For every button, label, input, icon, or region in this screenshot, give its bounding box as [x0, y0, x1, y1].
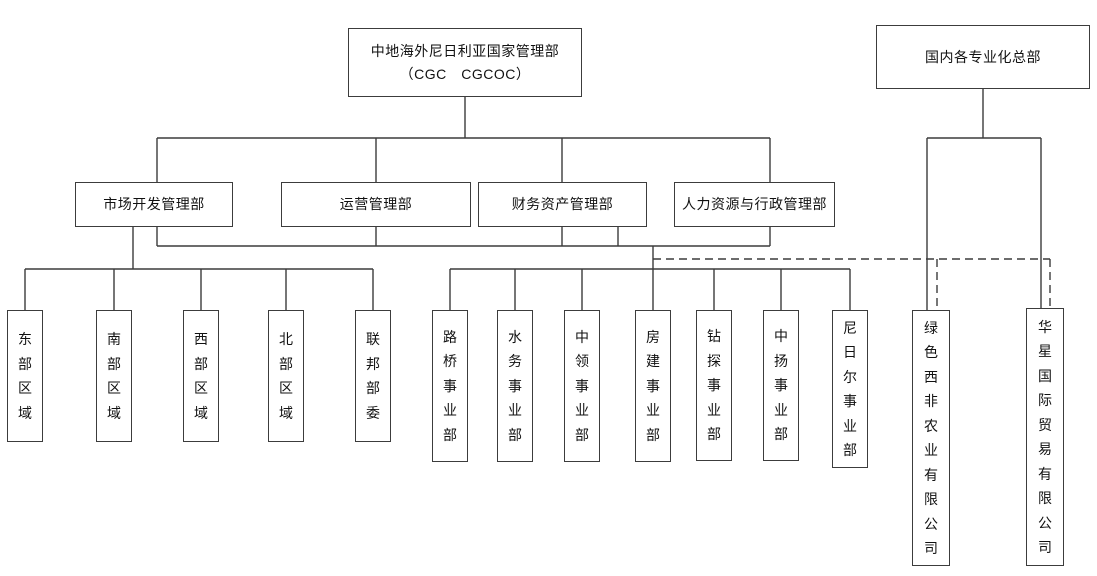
- dept-label: 人力资源与行政管理部: [682, 196, 827, 212]
- hq-node-label: 国内各专业化总部: [925, 48, 1041, 65]
- company-label: 绿色西非农业有限公司: [923, 319, 938, 557]
- division-node-niger: 尼日尔事业部: [832, 310, 868, 468]
- dept-node-hr-admin: 人力资源与行政管理部: [674, 182, 835, 227]
- region-label: 北部区域: [278, 331, 293, 421]
- region-label: 东部区域: [17, 331, 32, 421]
- dashed-connectors: [653, 258, 1051, 310]
- dept-node-finance-assets: 财务资产管理部: [478, 182, 647, 227]
- dept-node-market-development: 市场开发管理部: [75, 182, 233, 227]
- division-node-road-bridge: 路桥事业部: [432, 310, 468, 462]
- root-node-title: 中地海外尼日利亚国家管理部: [370, 42, 560, 59]
- hq-node: 国内各专业化总部: [876, 25, 1090, 89]
- division-label: 尼日尔事业部: [842, 319, 857, 459]
- dept-label: 市场开发管理部: [103, 196, 205, 212]
- dept-node-operations: 运营管理部: [281, 182, 471, 227]
- region-node-west: 西部区域: [183, 310, 219, 442]
- division-label: 路桥事业部: [442, 328, 457, 443]
- company-label: 华星国际贸易有限公司: [1037, 318, 1052, 556]
- dept-label: 财务资产管理部: [511, 196, 614, 212]
- division-node-housing-construction: 房建事业部: [635, 310, 671, 462]
- division-node-water: 水务事业部: [497, 310, 533, 462]
- region-label: 联邦部委: [365, 331, 380, 421]
- division-node-zhongyang: 中扬事业部: [763, 310, 799, 461]
- division-label: 中扬事业部: [773, 328, 788, 443]
- division-label: 房建事业部: [645, 328, 660, 443]
- region-node-federal-ministries: 联邦部委: [355, 310, 391, 442]
- company-node-huaxing-international-trade: 华星国际贸易有限公司: [1026, 308, 1064, 566]
- region-node-north: 北部区域: [268, 310, 304, 442]
- root-node-subtitle: （CGC CGCOC）: [399, 65, 531, 82]
- division-label: 钻探事业部: [706, 328, 721, 443]
- division-node-drilling: 钻探事业部: [696, 310, 732, 461]
- region-label: 西部区域: [193, 331, 208, 421]
- division-label: 中领事业部: [574, 328, 589, 443]
- region-node-east: 东部区域: [7, 310, 43, 442]
- dept-label: 运营管理部: [339, 196, 413, 212]
- region-node-south: 南部区域: [96, 310, 132, 442]
- division-node-zhongling: 中领事业部: [564, 310, 600, 462]
- root-node: 中地海外尼日利亚国家管理部 （CGC CGCOC）: [348, 28, 582, 97]
- region-label: 南部区域: [106, 331, 121, 421]
- company-node-green-west-africa-agriculture: 绿色西非农业有限公司: [912, 310, 950, 566]
- division-label: 水务事业部: [507, 328, 522, 443]
